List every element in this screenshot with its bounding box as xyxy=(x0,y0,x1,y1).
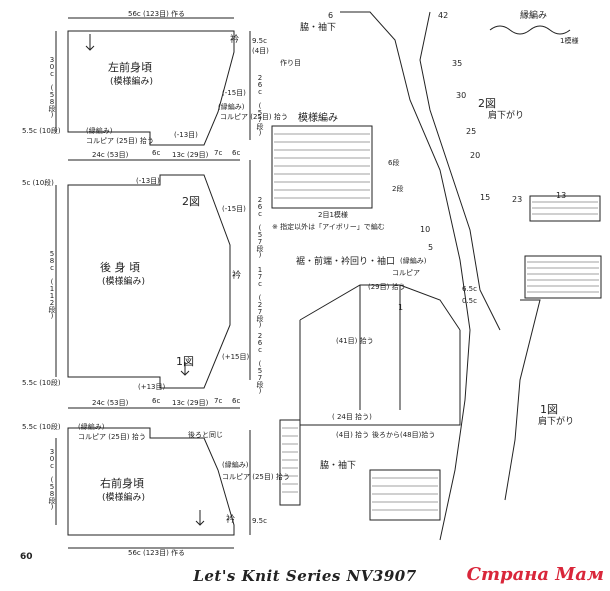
left-front-corby: コルピア (25目) 拾う xyxy=(220,113,288,121)
left-front-dim-55c: 5.5c (10段) xyxy=(22,127,61,135)
back-height: 58c (112段) xyxy=(48,250,56,319)
right-front-back-stitch: 後ろと同じ xyxy=(188,431,223,439)
left-front-d13: 13c (29目) xyxy=(172,151,209,159)
left-front-top-dim: 56c (123目) 作る xyxy=(128,10,186,18)
row-num-1: 1 xyxy=(398,303,404,312)
collar-corby: コルピア xyxy=(392,269,420,277)
left-front-d24: 24c (53目) xyxy=(92,151,129,159)
left-front-title: 左前身頃 xyxy=(108,61,152,74)
back-d13: 13c (29目) xyxy=(172,399,209,407)
page-number: 60 xyxy=(20,552,33,562)
back-inc-13: (+13目) xyxy=(138,383,166,391)
row-num-13: 13 xyxy=(556,191,567,200)
row-num-30: 30 xyxy=(456,91,467,100)
edge-label: 縁編み xyxy=(520,11,548,21)
watermark: Страна Мам xyxy=(466,564,604,585)
row-num-2-dan: 2段 xyxy=(392,185,404,193)
back-inc-15: (+15目) xyxy=(222,353,250,361)
left-front-dec-15: (-15目) xyxy=(222,89,246,97)
row-num-15: 15 xyxy=(480,193,491,202)
left-front-dim-95c: 9.5c xyxy=(252,37,267,45)
row-num-23: 23 xyxy=(512,195,523,204)
left-front-d6b: 6c xyxy=(232,149,241,157)
back-d24: 24c (53目) xyxy=(92,399,129,407)
back-d6: 6c xyxy=(152,397,161,405)
edge-rep: 1模様 xyxy=(560,37,579,45)
row-num-6: 6 xyxy=(328,11,334,20)
left-front-edge-2: (縁編み) xyxy=(86,127,113,135)
dim-05c: 0.5c xyxy=(462,297,477,305)
right-front-edge: (縁編み) xyxy=(78,423,105,431)
chart-waki-top: 脇・袖下 xyxy=(300,23,337,33)
right-front-dim-95c: 9.5c xyxy=(252,517,267,525)
back-title: 後 身 頃 xyxy=(100,261,140,274)
back-fig-1: 1図 xyxy=(176,355,194,368)
right-front-title: 右前身頃 xyxy=(100,477,144,490)
right-front-dim-55c: 5.5c (10段) xyxy=(22,423,61,431)
collar-sub: (縁編み) xyxy=(400,257,427,265)
left-front-dec-13: (-13目) xyxy=(174,131,198,139)
back-neck: 衿 xyxy=(232,271,242,281)
right-front-neck: 衿 xyxy=(226,515,236,525)
collar-title: 裾・前端・衿回り・袖口 xyxy=(296,257,396,267)
pick-4: (4目) 拾う xyxy=(336,431,370,439)
right-front-height: 30c (58段) xyxy=(48,448,56,510)
right-front-edge-2: (縁編み) xyxy=(222,461,249,469)
left-front-dim-4: (4目) xyxy=(252,47,269,55)
back-dim-55c: 5.5c (10段) xyxy=(22,379,61,387)
pick-24: ( 24目 拾う) xyxy=(332,413,372,421)
left-front-d6: 6c xyxy=(152,149,161,157)
left-front-corby-2: コルピア (25目) 拾う xyxy=(86,137,154,145)
right-front-sub: (模様編み) xyxy=(102,493,146,503)
chart-fig-1: 1図 xyxy=(540,403,558,416)
back-d26b: 26c (57段) xyxy=(256,332,264,394)
back-dim-5c: 5c (10段) xyxy=(22,179,54,187)
row-num-25: 25 xyxy=(466,127,477,136)
row-num-35: 35 xyxy=(452,59,463,68)
left-front-d7: 7c xyxy=(214,149,223,157)
chart-fig-2: 2図 xyxy=(478,97,496,110)
left-front-sub: (模様編み) xyxy=(110,77,154,87)
left-front-edge: (縁編み) xyxy=(218,103,245,111)
back-d17: 17c (27段) xyxy=(256,266,264,328)
pattern-rep: 2目1模様 xyxy=(318,211,348,219)
back-d26: 26c (57段) xyxy=(256,196,264,258)
pattern-note: ※ 指定以外は「アイボリー」で編む xyxy=(272,223,385,231)
back-sub: (模様編み) xyxy=(102,277,146,287)
footer-title: Let's Knit Series NV3907 xyxy=(193,567,417,585)
left-front-d26: 26c (57段) xyxy=(256,74,264,136)
right-front-corby-2: コルピア (25目) 拾う xyxy=(222,473,290,481)
back-pick: 後ろから(48目)拾う xyxy=(372,431,436,439)
chart-waki-bottom: 脇・袖下 xyxy=(320,461,357,471)
chart-kata-1: 肩下がり xyxy=(538,417,575,427)
back-d7: 7c xyxy=(214,397,223,405)
left-front-neck: 衿 xyxy=(230,35,240,45)
right-front-corby: コルピア (25目) 拾う xyxy=(78,433,146,441)
pattern-title: 模様編み xyxy=(298,113,338,124)
back-fig-2: 2図 xyxy=(182,195,200,208)
pick-41: (41目) 拾う xyxy=(336,337,374,345)
back-dec-13: (-13目) xyxy=(136,177,160,185)
back-d6b: 6c xyxy=(232,397,241,405)
row-num-20: 20 xyxy=(470,151,481,160)
back-dec-15: (-15目) xyxy=(222,205,246,213)
left-front-height: 30c (58段) xyxy=(48,56,56,118)
chart-start: 作り目 xyxy=(280,59,301,67)
row-num-5: 5 xyxy=(428,243,434,252)
row-num-10: 10 xyxy=(420,225,431,234)
pick-29: (29目) 拾う xyxy=(368,283,406,291)
row-num-6-dan: 6段 xyxy=(388,159,400,167)
dim-6c: 6.5c xyxy=(462,285,477,293)
chart-kata-2: 肩下がり xyxy=(488,111,525,121)
right-front-bottom-dim: 56c (123目) 作る xyxy=(128,549,186,557)
row-num-42: 42 xyxy=(438,11,449,20)
